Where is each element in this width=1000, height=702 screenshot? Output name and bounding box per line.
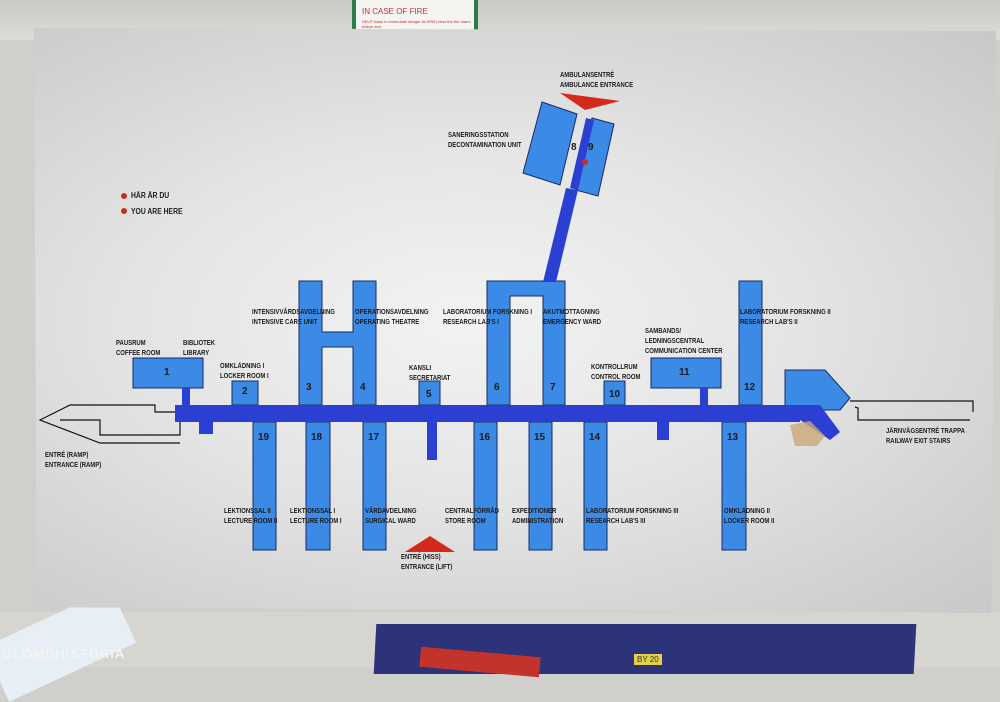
- legend-dot-en: [121, 208, 127, 214]
- room-8-decontamination: [522, 101, 578, 186]
- room-number: 3: [306, 382, 312, 393]
- corridors: [175, 118, 840, 460]
- watermark: GLÖMDHISTORIA: [2, 646, 126, 661]
- corridor-stub-1: [182, 388, 190, 405]
- railway-corridor: [790, 405, 840, 440]
- corridor-stub-left: [199, 422, 213, 434]
- floor-plan-board: [34, 28, 996, 613]
- room-number: 14: [589, 432, 601, 443]
- corridor-stub-10: [657, 422, 669, 440]
- room-number: 19: [258, 432, 270, 443]
- ramp-inner: [60, 419, 181, 436]
- room-number: 2: [242, 386, 248, 397]
- stain: [790, 421, 825, 446]
- room-18: [305, 421, 331, 551]
- room-number: 12: [744, 382, 756, 393]
- ramp-outline: [38, 404, 180, 444]
- tag-label: BY 20: [634, 654, 662, 665]
- fire-sign-title: IN CASE OF FIRE: [362, 7, 428, 16]
- room-number: 6: [494, 382, 500, 393]
- you-are-here-marker: [582, 159, 588, 165]
- legend-here-sv: HÄR ÄR DU: [131, 191, 170, 200]
- lift-entrance-label: ENTRÉ (HISS)ENTRANCE (LIFT): [401, 554, 453, 571]
- tower-corridor: [543, 188, 578, 282]
- room-number: 18: [311, 432, 323, 443]
- room-11: [650, 357, 722, 389]
- room-number: 13: [727, 432, 739, 443]
- railway-inner: [854, 406, 970, 421]
- room-number: 11: [679, 367, 690, 378]
- fire-instructions-sign: IN CASE OF FIRE HELP those in immediate …: [352, 0, 478, 30]
- railway-outline: [850, 400, 974, 412]
- room-number: 15: [534, 432, 546, 443]
- main-corridor: [175, 405, 800, 422]
- room-number: 17: [368, 432, 380, 443]
- room-number: 10: [609, 389, 621, 400]
- room-number: 16: [479, 432, 491, 443]
- room-number: 1: [164, 367, 170, 378]
- legend-here-en: YOU ARE HERE: [131, 207, 183, 216]
- fire-sign-text: HELP those in immediate danger ALARM pre…: [362, 19, 471, 29]
- room-number: 9: [588, 142, 594, 153]
- tower-core: [570, 118, 594, 190]
- rooms: [132, 101, 851, 551]
- lift-entrance-arrow: [405, 536, 455, 552]
- legend-dot-sv: [121, 193, 127, 199]
- corridor-stub-lift: [427, 422, 437, 460]
- ambulance-entrance-arrow: [560, 93, 620, 110]
- floor-plan-diagram: [38, 93, 974, 552]
- railway-block: [784, 369, 851, 411]
- ramp-entrance-label: ENTRÉ (RAMP)ENTRANCE (RAMP): [45, 452, 102, 469]
- room-1: [132, 357, 204, 389]
- room-number: 7: [550, 382, 556, 393]
- room-number: 4: [360, 382, 366, 393]
- corridor-stub-11: [700, 388, 708, 405]
- room-number: 5: [426, 389, 432, 400]
- room-2: [231, 380, 259, 406]
- room-number: 8: [571, 142, 577, 153]
- entrance-outlines: [38, 400, 974, 444]
